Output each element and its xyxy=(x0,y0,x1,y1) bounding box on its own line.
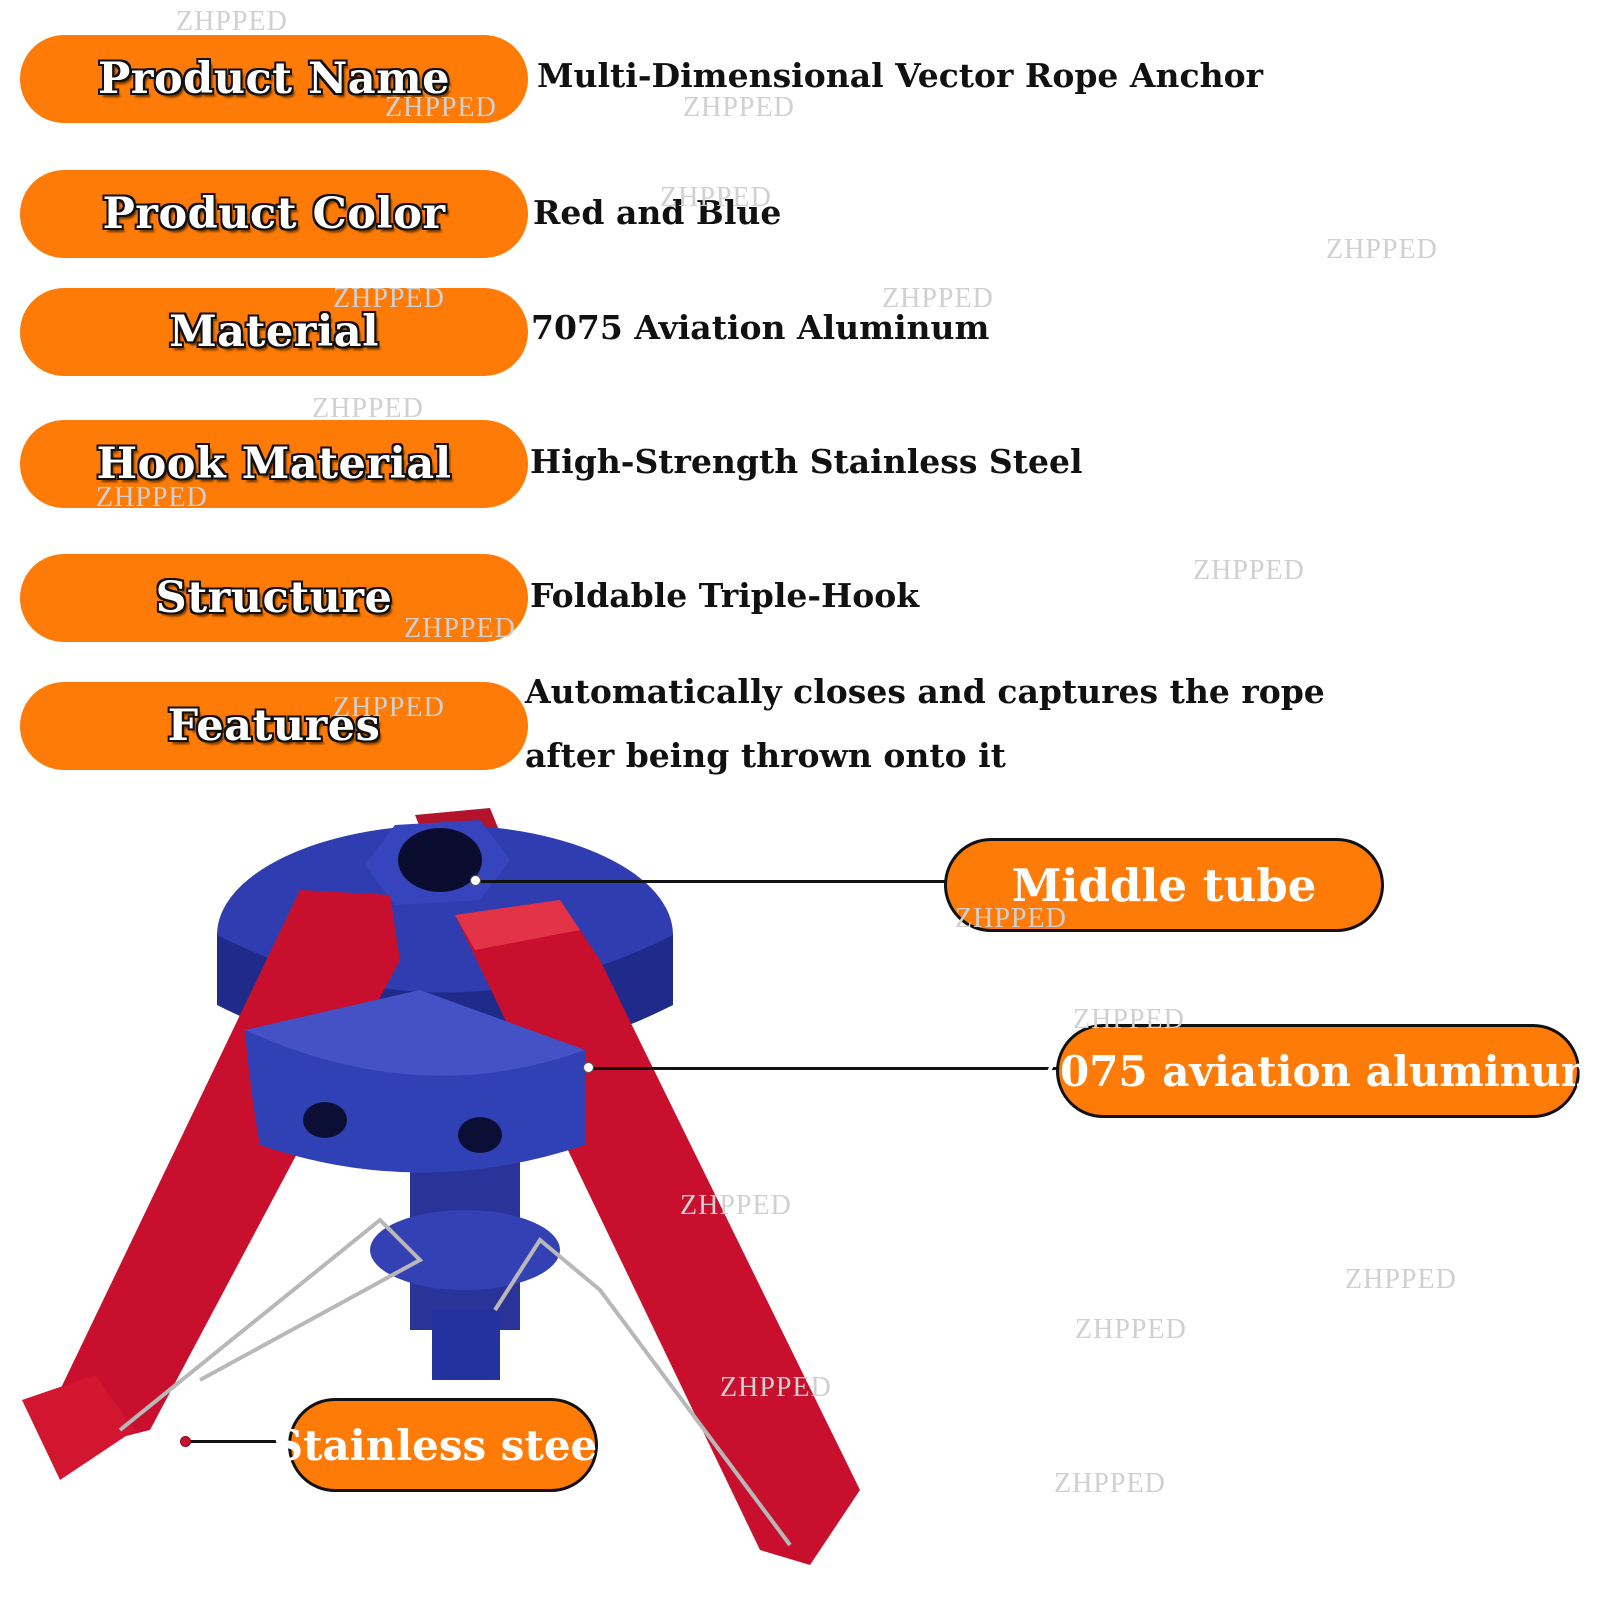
spec-value-features: Automatically closes and captures the ro… xyxy=(525,672,1325,775)
anchor-leg-left-foot xyxy=(22,1375,135,1480)
spec-label-structure: Structure xyxy=(20,554,528,642)
anchor-hub-hole xyxy=(398,828,482,892)
watermark: ZHPPED xyxy=(882,283,994,314)
watermark: ZHPPED xyxy=(680,1190,792,1221)
stainless-hook-right xyxy=(493,1237,792,1547)
watermark: ZHPPED xyxy=(1054,1468,1166,1499)
watermark: ZHPPED xyxy=(1345,1264,1457,1295)
spec-label-material: Material xyxy=(20,288,528,376)
callout-leader-stainless xyxy=(186,1440,290,1443)
watermark: ZHPPED xyxy=(1193,555,1305,586)
spec-label-product-color: Product Color xyxy=(20,170,528,258)
watermark: ZHPPED xyxy=(683,92,795,123)
watermark: ZHPPED xyxy=(385,92,497,123)
watermark: ZHPPED xyxy=(312,393,424,424)
callout-dot-middle-tube xyxy=(470,875,481,886)
anchor-bolt-hole-right xyxy=(458,1117,502,1153)
anchor-tube-collar xyxy=(370,1210,560,1290)
anchor-tube-tip xyxy=(432,1310,500,1380)
watermark: ZHPPED xyxy=(333,283,445,314)
watermark: ZHPPED xyxy=(1326,234,1438,265)
callout-dot-aluminum xyxy=(583,1062,594,1073)
watermark: ZHPPED xyxy=(333,692,445,723)
watermark: ZHPPED xyxy=(955,903,1067,934)
callout-dot-stainless xyxy=(180,1436,191,1447)
spec-label-product-name: Product Name xyxy=(20,35,528,123)
spec-value-structure: Foldable Triple-Hook xyxy=(530,576,920,615)
spec-value-product-color: Red and Blue xyxy=(533,193,782,232)
watermark: ZHPPED xyxy=(660,182,772,213)
callout-middle-tube: Middle tube xyxy=(944,838,1384,932)
watermark: ZHPPED xyxy=(1073,1004,1185,1035)
anchor-front-block-top xyxy=(245,990,585,1076)
spec-label-hook-material: Hook Material xyxy=(20,420,528,508)
anchor-bolt-hole-left xyxy=(303,1102,347,1138)
watermark: ZHPPED xyxy=(96,482,208,513)
watermark: ZHPPED xyxy=(1075,1314,1187,1345)
callout-stainless: Stainless steel xyxy=(273,1398,613,1492)
callout-aluminum: 7075 aviation aluminum xyxy=(1031,1024,1600,1118)
callout-leader-aluminum xyxy=(590,1067,1060,1070)
stainless-hook-left xyxy=(118,1217,424,1432)
spec-label-features: Features xyxy=(20,682,528,770)
watermark: ZHPPED xyxy=(720,1372,832,1403)
spec-value-hook-material: High-Strength Stainless Steel xyxy=(530,442,1083,481)
spec-value-material: 7075 Aviation Aluminum xyxy=(531,308,990,347)
watermark: ZHPPED xyxy=(176,6,288,37)
callout-leader-middle-tube xyxy=(475,880,945,883)
spec-value-product-name: Multi-Dimensional Vector Rope Anchor xyxy=(537,56,1263,95)
anchor-leg-right-highlight xyxy=(455,900,580,950)
watermark: ZHPPED xyxy=(404,613,516,644)
